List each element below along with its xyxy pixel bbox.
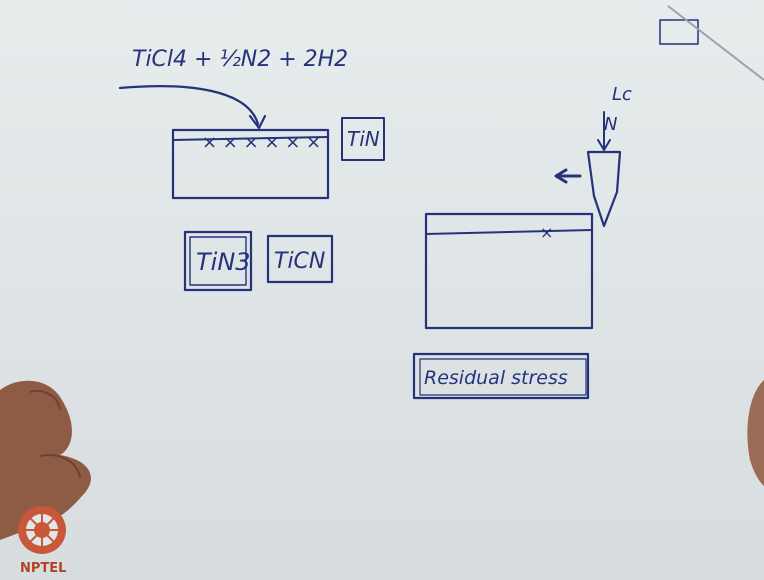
coated-substrate-left: × × × × × × [173,130,328,198]
svg-text:TiCN: TiCN [274,249,325,274]
scratch-mark: × [540,223,553,242]
right-edge-object [747,380,764,486]
svg-text:NPTEL: NPTEL [20,561,66,576]
nptel-logo: NPTEL [18,506,66,576]
svg-text:TiN3: TiN3 [196,248,251,276]
reaction-equation: TiCl4 + ½N2 + 2H2 [132,47,348,72]
residual-stress-box: Residual stress [414,354,588,398]
svg-text:Lc: Lc [612,84,632,105]
indenter: Lc N [556,84,632,226]
svg-text:TiN: TiN [347,127,380,151]
reaction-arrow [120,86,258,124]
svg-text:N: N [604,114,617,135]
svg-text:Residual stress: Residual stress [424,367,568,389]
corner-label [660,6,764,80]
tin3-box: TiN3 [185,232,251,290]
ticn-box: TiCN [268,236,332,282]
tin-box: TiN [342,118,384,160]
deposition-crosses: × × × × × × [202,132,321,153]
coated-substrate-right: × [426,214,592,328]
